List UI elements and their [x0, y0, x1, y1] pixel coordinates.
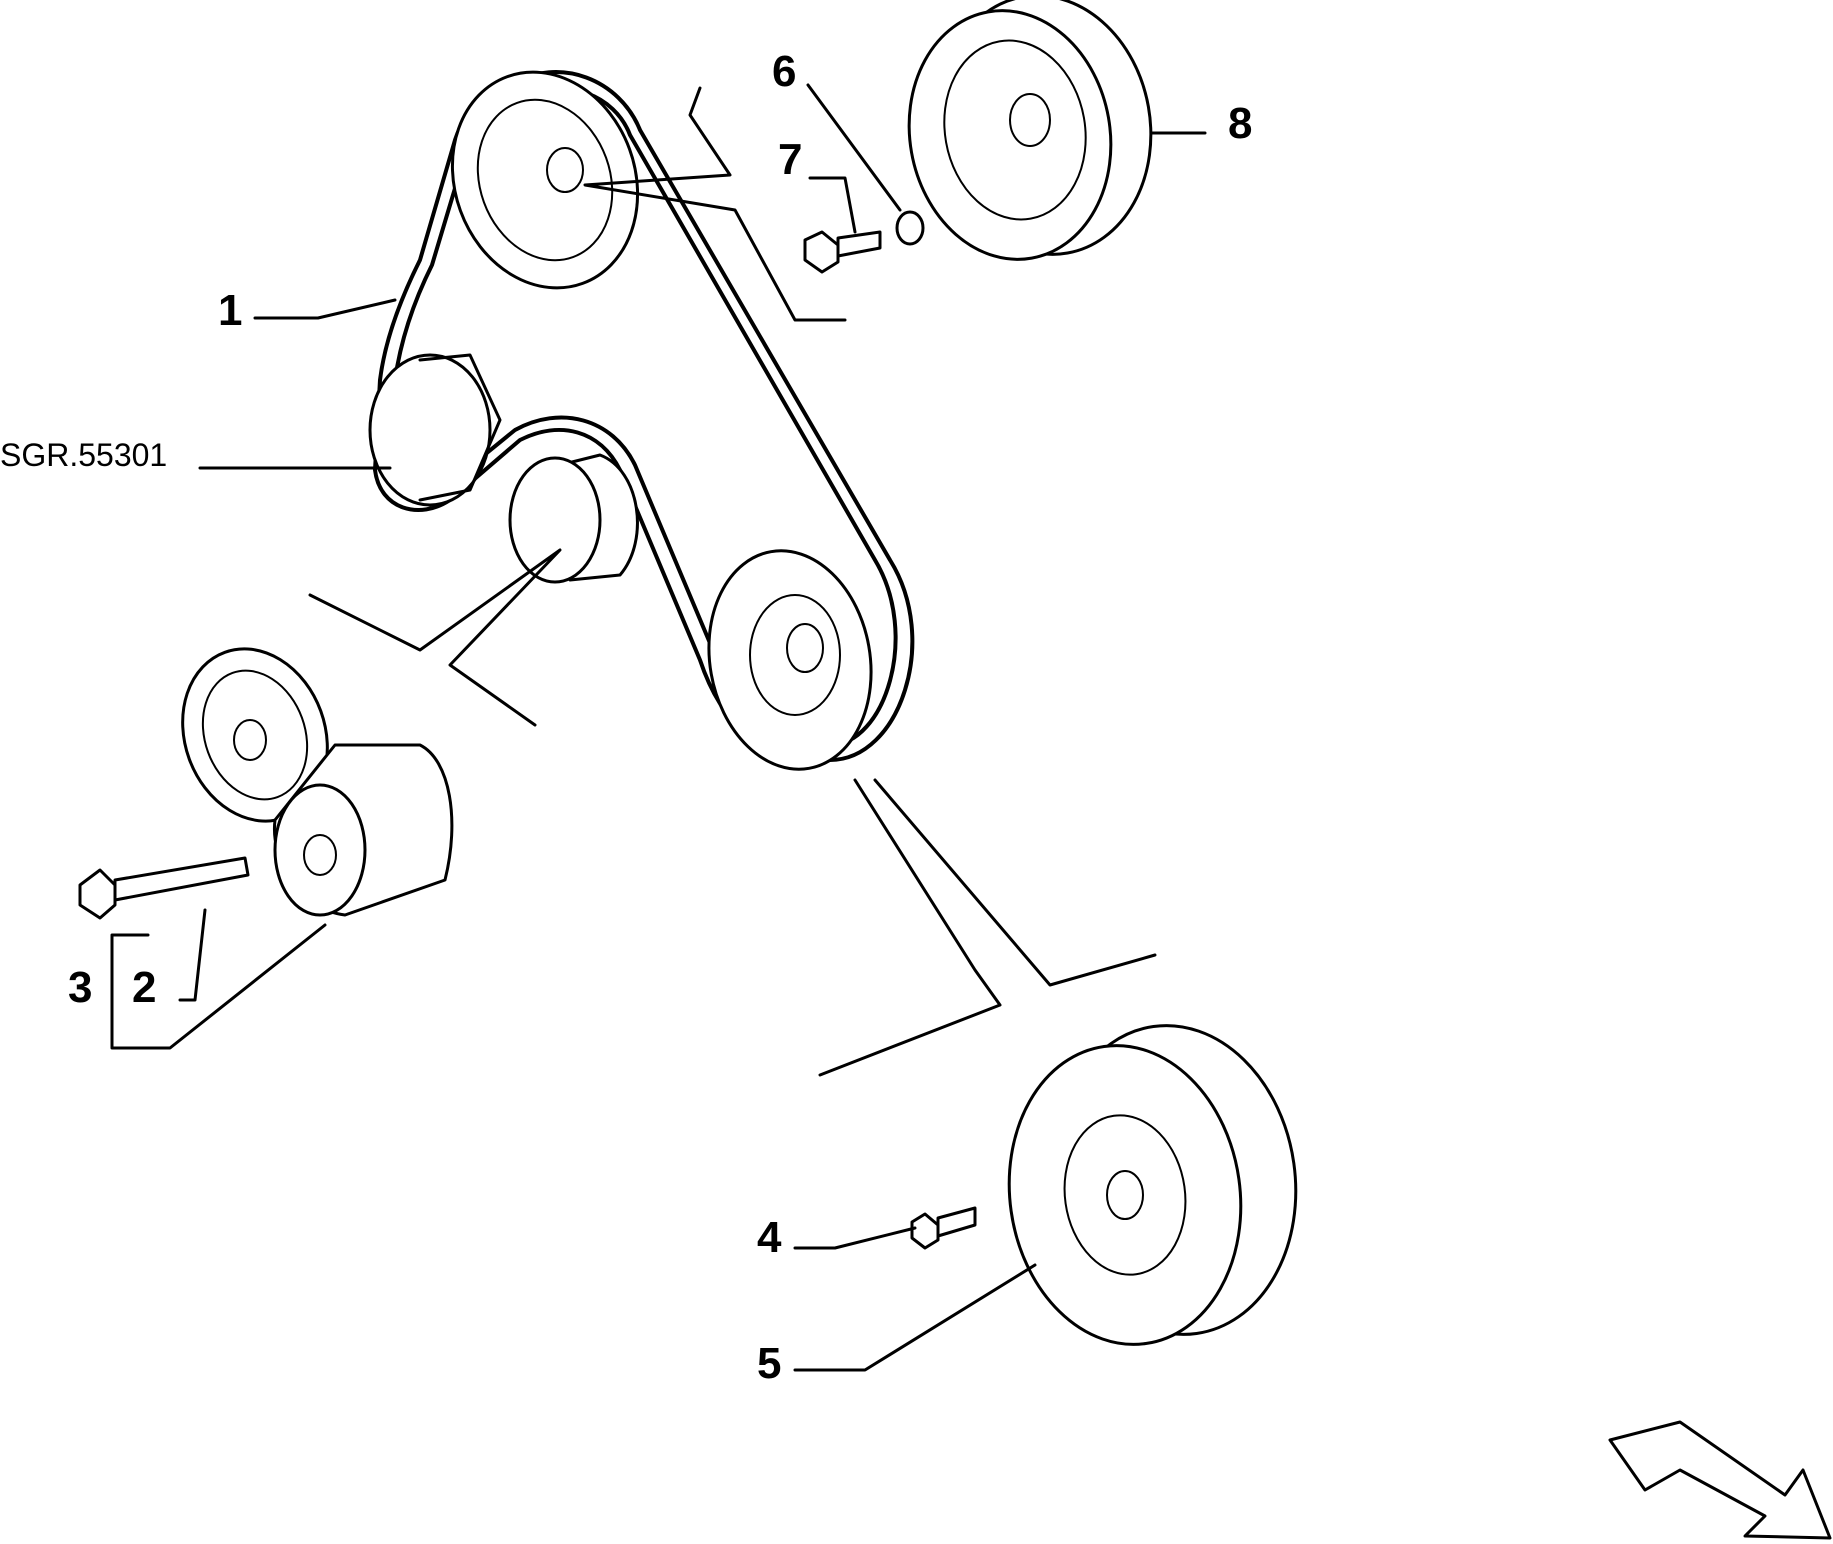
callout-1: 1	[218, 286, 242, 335]
tensioner-bolt	[78, 856, 250, 920]
callout-2: 2	[132, 963, 156, 1012]
bolt-7	[803, 230, 882, 274]
idler-pulley	[368, 353, 502, 507]
callout-8: 8	[1228, 99, 1252, 148]
roller	[508, 453, 639, 584]
callout-5: 5	[757, 1339, 781, 1388]
callout-6: 6	[772, 47, 796, 96]
pulley-5	[1007, 1024, 1298, 1346]
front-direction-arrow-icon	[1608, 1420, 1832, 1540]
callout-leaders	[110, 83, 1207, 1372]
leader-lines	[308, 86, 1157, 1077]
bolt-4	[910, 1206, 977, 1250]
callout-4: 4	[757, 1213, 782, 1262]
reference-code-label: SGR.55301	[0, 437, 167, 473]
lower-belt-pulley	[707, 549, 873, 771]
clip-6	[895, 210, 925, 246]
callout-3: 3	[68, 963, 92, 1012]
belt-tensioner-assembly	[181, 647, 454, 917]
upper-pulley	[450, 70, 640, 290]
pulley-8	[907, 0, 1153, 261]
callout-7: 7	[778, 135, 802, 184]
